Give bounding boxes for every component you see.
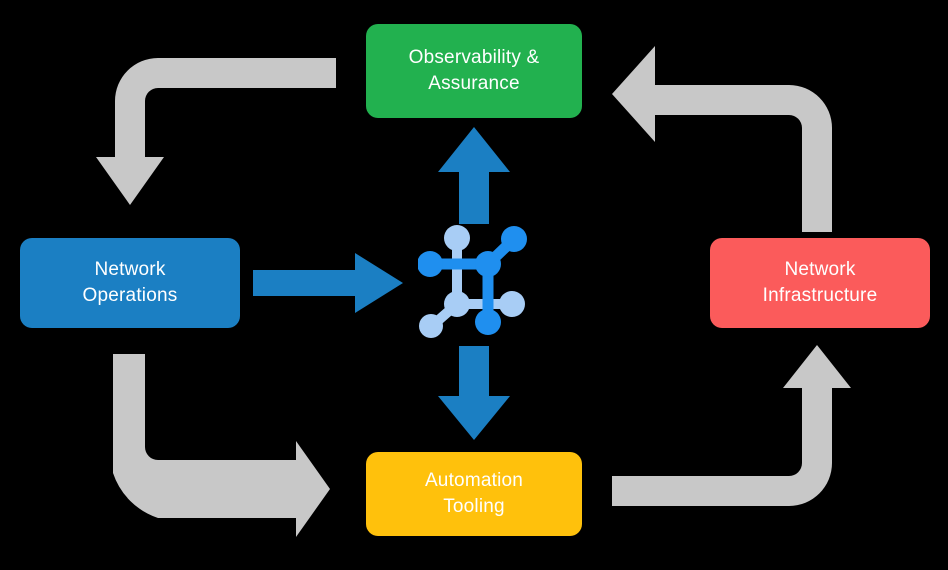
node-box-network-infrastructure[interactable]: Network Infrastructure	[710, 238, 930, 328]
blue-arrow-center-to-automation	[438, 346, 510, 440]
icon-node-right-light	[499, 291, 525, 317]
blue-arrow-operations-to-center	[253, 253, 403, 313]
gray-arrow-operations-to-automation	[113, 354, 330, 537]
icon-node-center-left-light	[444, 291, 470, 317]
icon-node-bottom-left-light	[419, 314, 443, 338]
blue-arrow-center-to-observability	[438, 127, 510, 224]
icon-node-top-light	[444, 225, 470, 251]
node-box-network-operations[interactable]: Network Operations	[20, 238, 240, 328]
gray-arrow-observability-to-operations	[96, 58, 336, 205]
gray-arrow-automation-to-infrastructure	[612, 345, 851, 506]
gray-arrow-infrastructure-to-observability	[612, 46, 832, 232]
icon-node-bottom-blue	[475, 309, 501, 335]
node-box-observability[interactable]: Observability & Assurance	[366, 24, 582, 118]
network-topology-icon	[418, 225, 527, 338]
icon-node-hub-blue	[475, 251, 501, 277]
node-box-automation-tooling[interactable]: Automation Tooling	[366, 452, 582, 536]
icon-node-left-blue	[418, 251, 443, 277]
icon-node-top-right-blue	[501, 226, 527, 252]
